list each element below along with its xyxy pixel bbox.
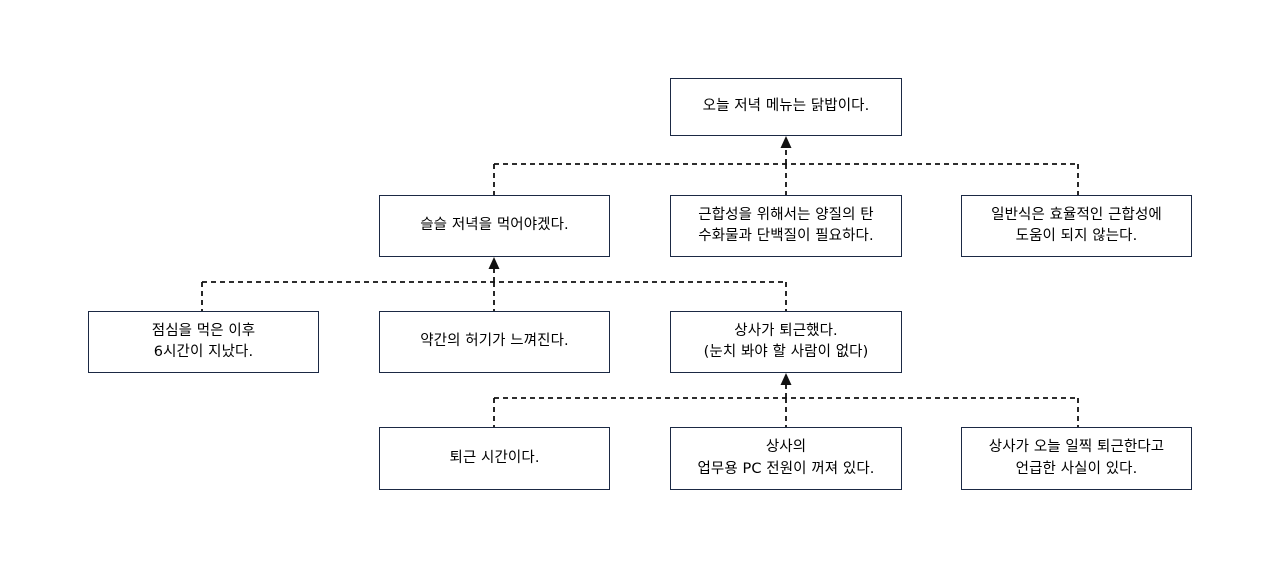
node-reason-dinner-time: 슬슬 저녁을 먹어야겠다. (379, 195, 610, 257)
node-evidence-hunger: 약간의 허기가 느껴진다. (379, 311, 610, 373)
connector-to-dinner-time-arrowhead-icon (488, 257, 500, 269)
node-evidence-pc-off: 상사의 업무용 PC 전원이 꺼져 있다. (670, 427, 902, 490)
node-evidence-quitting-time: 퇴근 시간이다. (379, 427, 610, 490)
node-evidence-six-hours: 점심을 먹은 이후 6시간이 지났다. (88, 311, 319, 373)
connector-to-conclusion-arrowhead-icon (780, 136, 792, 148)
node-evidence-boss-left: 상사가 퇴근했다. (눈치 봐야 할 사람이 없다) (670, 311, 902, 373)
node-reason-muscle-synthesis: 근합성을 위해서는 양질의 탄 수화물과 단백질이 필요하다. (670, 195, 902, 257)
node-conclusion: 오늘 저녁 메뉴는 닭밥이다. (670, 78, 902, 136)
connector-to-boss-left-arrowhead-icon (780, 373, 792, 385)
node-evidence-mentioned-early: 상사가 오늘 일찍 퇴근한다고 언급한 사실이 있다. (961, 427, 1192, 490)
node-reason-regular-meal: 일반식은 효율적인 근합성에 도움이 되지 않는다. (961, 195, 1192, 257)
